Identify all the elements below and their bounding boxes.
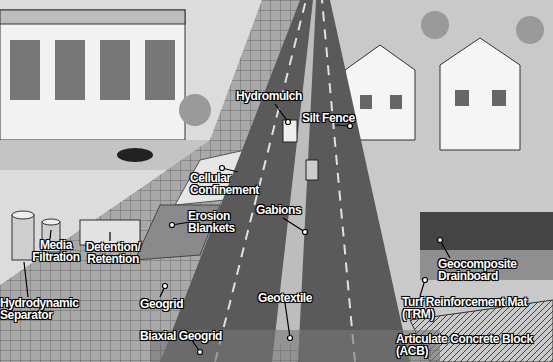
- leader-line: [275, 104, 288, 122]
- callout-label: Hydrodynamic Separator: [0, 297, 90, 321]
- callout-label: Gabions: [256, 204, 316, 216]
- house-window: [390, 95, 402, 109]
- callout-label: Turf Reinforcement Mat (TRM): [402, 296, 552, 320]
- drainboard-wall: [420, 212, 553, 250]
- callout-label: Biaxial Geogrid: [140, 330, 240, 342]
- callout-label: Erosion Blankets: [188, 210, 250, 234]
- leader-dot: [198, 350, 203, 355]
- callout-label: Cellular Confinement: [190, 172, 270, 196]
- house: [440, 38, 520, 150]
- mall-roof: [0, 10, 185, 24]
- mall-window: [100, 40, 130, 100]
- leader-dot: [303, 230, 308, 235]
- leader-line: [50, 230, 51, 239]
- car: [117, 148, 153, 162]
- leader-line: [285, 303, 290, 338]
- leader-dot: [170, 223, 175, 228]
- leader-line: [109, 232, 110, 241]
- mall-window: [10, 40, 40, 100]
- callout-label: Detention/ Retention: [78, 241, 148, 265]
- house-window: [492, 90, 506, 106]
- leader-dot: [288, 336, 293, 341]
- leader-dot: [286, 120, 291, 125]
- mall-window: [145, 40, 175, 100]
- tree: [179, 94, 211, 126]
- lane-marking: [215, 0, 355, 362]
- separator-tank: [12, 215, 34, 260]
- house-window: [455, 90, 469, 106]
- callout-label: Articulate Concrete Block (ACB): [396, 333, 553, 357]
- separator-tank-top: [12, 211, 34, 219]
- car: [306, 160, 318, 180]
- callout-label: Geotextile: [258, 292, 328, 304]
- leader-dot: [423, 278, 428, 283]
- callout-label: Silt Fence: [302, 112, 372, 124]
- strip-mall: [0, 10, 185, 140]
- leader-dot: [163, 284, 168, 289]
- hydromulch-truck: [283, 120, 297, 142]
- callout-label: Media Filtration: [28, 239, 84, 263]
- leader-lines: [24, 104, 450, 355]
- callout-label: Geocomposite Drainboard: [438, 258, 528, 282]
- callout-label: Hydromulch: [236, 90, 316, 102]
- median: [272, 0, 316, 362]
- callout-label: Geogrid: [140, 298, 200, 310]
- leader-dot: [220, 166, 225, 171]
- mall-window: [55, 40, 85, 100]
- leader-line: [283, 218, 305, 232]
- leader-dot: [348, 124, 353, 129]
- leader-dot: [438, 238, 443, 243]
- filter-tank-top: [42, 219, 60, 225]
- leader-line: [24, 262, 28, 297]
- tree: [516, 16, 544, 44]
- tree: [421, 11, 449, 39]
- road: [160, 0, 410, 362]
- house-window: [360, 95, 372, 109]
